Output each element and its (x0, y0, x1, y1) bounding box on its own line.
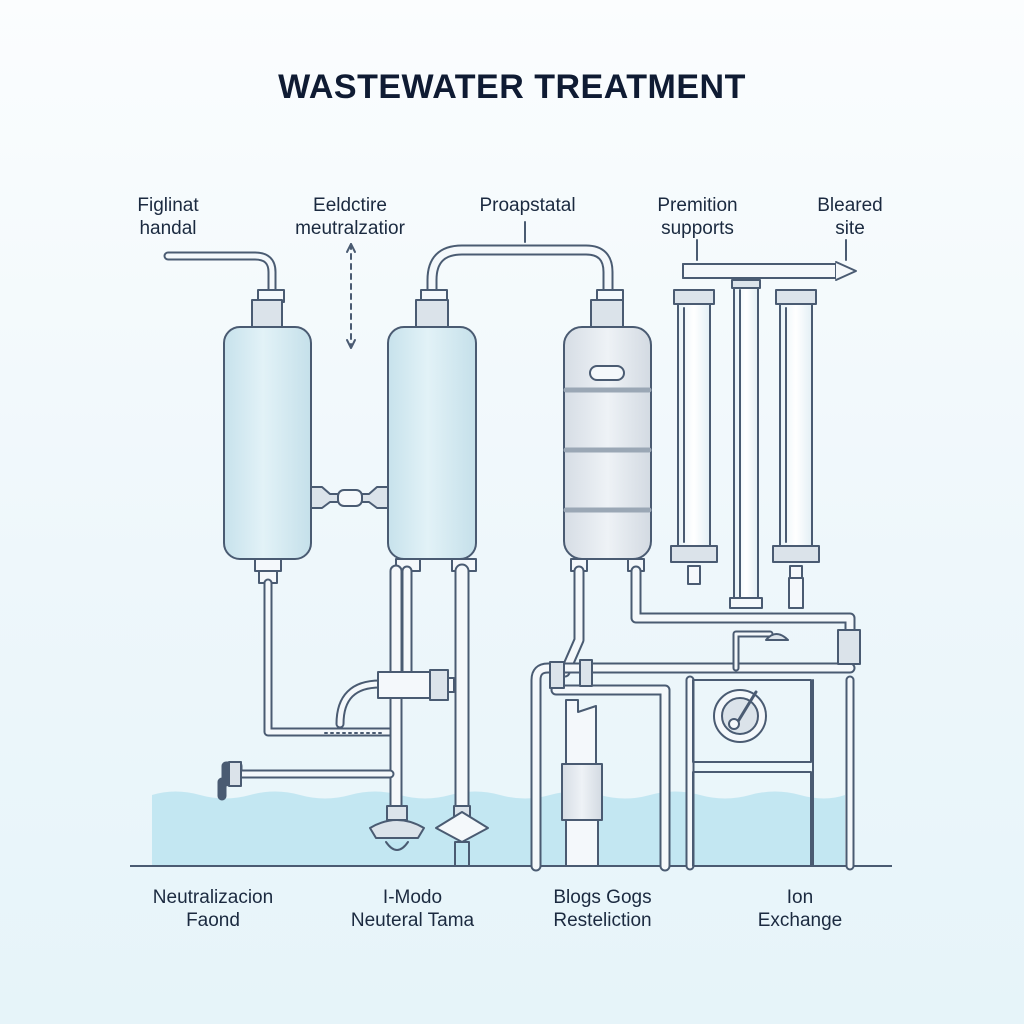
bottom-label-2: I-Modo Neuteral Tama (350, 887, 475, 931)
column-2 (729, 279, 763, 609)
column-1 (670, 289, 718, 585)
inlet-pipe (163, 251, 277, 295)
water-surface (152, 791, 845, 866)
faucet-pipe (217, 761, 395, 801)
dashed-arrow (346, 243, 356, 349)
filter-cartridge (561, 699, 603, 867)
pressure-gauge (713, 689, 767, 743)
tank-coupling (310, 486, 389, 509)
top-label-1: Figlinat handal (137, 195, 199, 239)
diffuser-2 (435, 805, 489, 867)
pipe-tank1-out (263, 578, 395, 737)
tank-3 (563, 289, 652, 572)
bottom-label-4: Ion Exchange (757, 887, 843, 931)
column-3 (772, 289, 820, 609)
diffuser-1 (369, 805, 425, 851)
top-label-3: Proapstatal (479, 195, 576, 216)
outlet-arrow (682, 261, 857, 281)
equipment-frame (530, 629, 861, 872)
sample-tap (732, 630, 789, 672)
top-label-4: Premition supports (657, 195, 738, 239)
bottom-label-3: Blogs Gogs Resteliction (553, 887, 652, 931)
diagram-title: WASTEWATER TREATMENT (278, 68, 746, 106)
transfer-pipe (426, 244, 614, 296)
bottom-label-1: Neutralizacion Faond (152, 887, 274, 931)
tank-1 (223, 289, 312, 584)
top-label-2: Eeldctire meutralzatior (295, 195, 405, 239)
tank-2 (387, 289, 477, 572)
top-label-5: Bleared site (817, 195, 883, 239)
cross-fitting (335, 669, 455, 729)
